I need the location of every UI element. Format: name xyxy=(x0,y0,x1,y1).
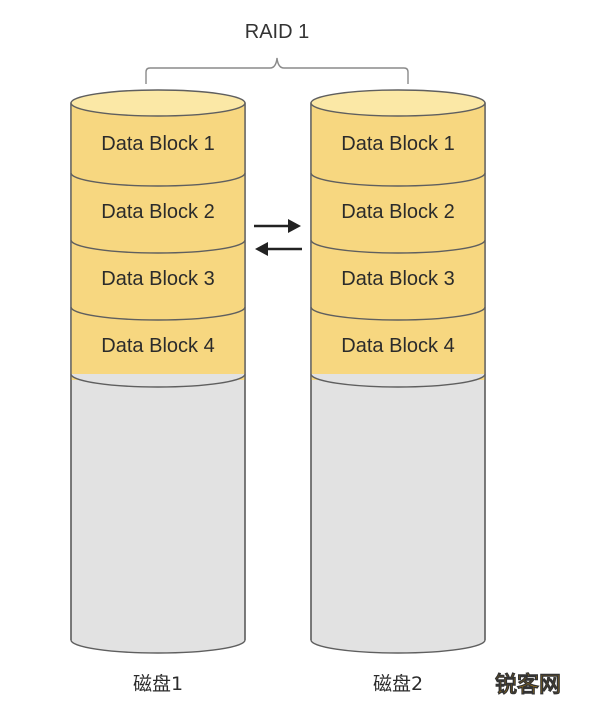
watermark-logo: 锐客网 xyxy=(495,672,561,698)
disk-2-block-1-label: Data Block 1 xyxy=(341,133,454,155)
disk-2-label: 磁盘2 xyxy=(373,673,423,695)
disk-2-block-area xyxy=(311,103,485,380)
disk-1-block-1-label: Data Block 1 xyxy=(101,133,214,155)
raid-title: RAID 1 xyxy=(245,21,309,43)
disk-1-block-area xyxy=(71,103,245,380)
disk-1-top xyxy=(70,89,246,117)
disk-2: Data Block 1 Data Block 2 Data Block 3 D… xyxy=(310,89,486,654)
disk-2-block-3-label: Data Block 3 xyxy=(341,268,454,290)
raid-group-brace xyxy=(145,57,409,84)
mirror-arrow-left-icon xyxy=(255,242,302,256)
disk-1-block-2-label: Data Block 2 xyxy=(101,201,214,223)
disk-2-divider xyxy=(310,373,486,388)
disk-1-label: 磁盘1 xyxy=(133,673,183,695)
disk-1-divider xyxy=(70,239,246,254)
disk-2-divider xyxy=(310,172,486,187)
mirror-arrow-right-icon xyxy=(254,219,301,233)
disk-1-divider xyxy=(70,172,246,187)
disk-1-block-4-label: Data Block 4 xyxy=(101,335,214,357)
disk-1-block-3-label: Data Block 3 xyxy=(101,268,214,290)
disk-1: Data Block 1 Data Block 2 Data Block 3 D… xyxy=(70,89,246,654)
disk-2-divider xyxy=(310,239,486,254)
disk-2-block-4-label: Data Block 4 xyxy=(341,335,454,357)
disk-2-divider xyxy=(310,306,486,321)
disk-2-block-2-label: Data Block 2 xyxy=(341,201,454,223)
disk-2-top xyxy=(310,89,486,117)
disk-1-divider xyxy=(70,306,246,321)
disk-1-divider xyxy=(70,373,246,388)
